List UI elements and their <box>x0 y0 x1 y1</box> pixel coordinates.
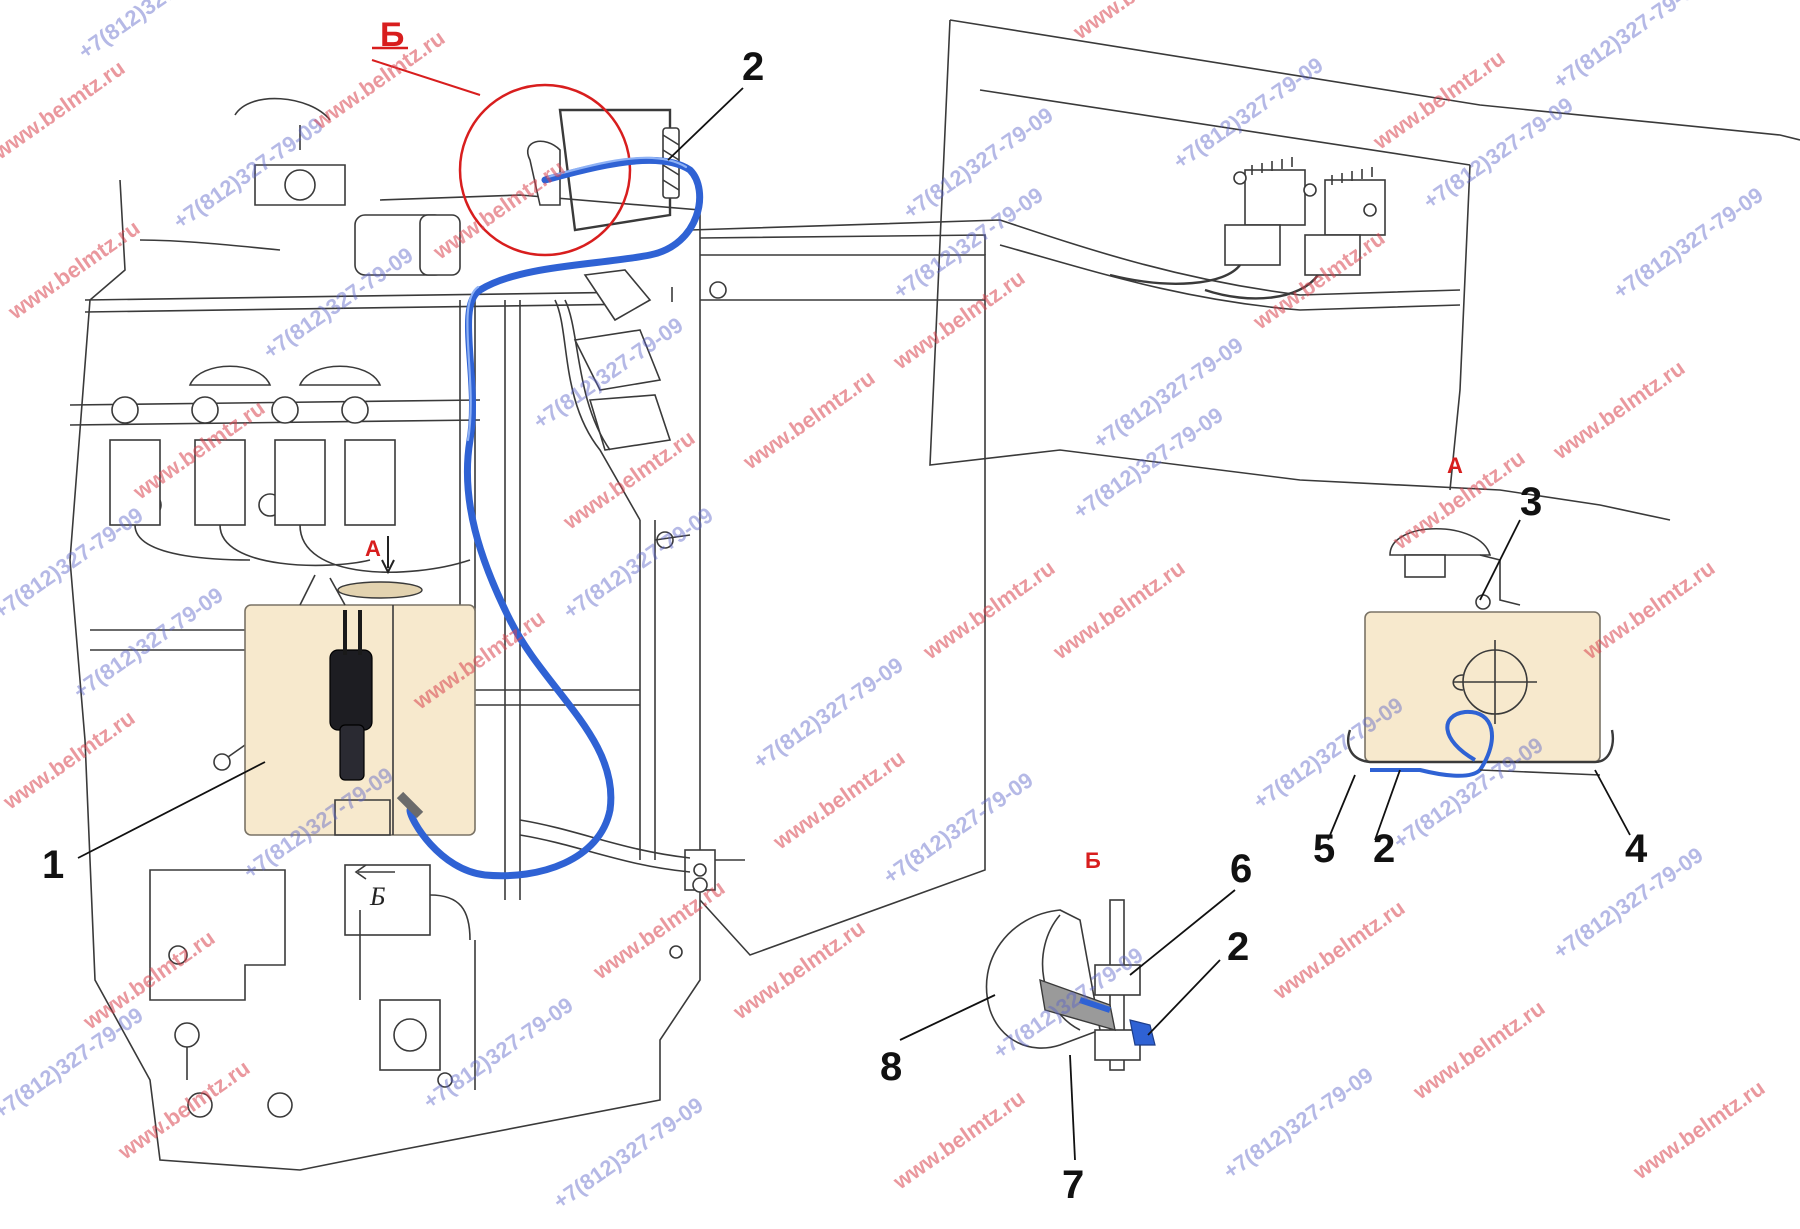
connector-pair <box>1109 157 1386 300</box>
view-a-marker: А <box>365 536 395 575</box>
callout-1: 1 <box>42 843 64 887</box>
watermark-phone: +7(812)327-79-09 <box>74 0 233 64</box>
watermark-url: www.belmtz.ru <box>588 875 730 985</box>
watermark-url: www.belmtz.ru <box>768 745 910 855</box>
watermark-url: www.belmtz.ru <box>428 155 570 265</box>
watermark-phone: +7(812)327-79-09 <box>1549 0 1708 94</box>
callout-5: 5 <box>1313 827 1335 871</box>
washer-hose <box>396 156 704 880</box>
callout-4: 4 <box>1625 827 1648 871</box>
relay-module <box>519 269 745 959</box>
watermark-url: www.belmtz.ru <box>888 1085 1030 1195</box>
view-b-title: Б <box>1085 848 1101 873</box>
view-a-title: А <box>1447 453 1463 478</box>
callout-8: 8 <box>880 1045 902 1089</box>
watermark-url: www.belmtz.ru <box>1628 1075 1770 1185</box>
watermark-url: www.belmtz.ru <box>1268 895 1410 1005</box>
svg-text:Б: Б <box>369 882 385 911</box>
watermark-url: www.belmtz.ru <box>1408 995 1550 1105</box>
leader-lines <box>77 87 1631 1161</box>
watermark-url: www.belmtz.ru <box>738 365 880 475</box>
svg-text:А: А <box>365 536 381 561</box>
watermark-url: www.belmtz.ru <box>0 705 139 815</box>
callout-7: 7 <box>1062 1163 1084 1207</box>
watermark-phone: +7(812)327-79-09 <box>419 992 578 1114</box>
watermark-phone: +7(812)327-79-09 <box>0 1002 148 1124</box>
watermark-url: www.belmtz.ru <box>918 555 1060 665</box>
view-b: Б <box>985 848 1156 1071</box>
connectors-panel <box>689 19 1800 521</box>
view-a: А <box>1347 453 1614 778</box>
callout-2-top: 2 <box>742 45 764 89</box>
watermark-url: www.belmtz.ru <box>308 25 450 135</box>
watermark-url: www.belmtz.ru <box>1548 355 1690 465</box>
watermark-phone: +7(812)327-79-09 <box>1169 52 1328 174</box>
watermark-phone: +7(812)327-79-09 <box>879 767 1038 889</box>
watermark-url: www.belmtz.ru <box>728 915 870 1025</box>
watermark-url: www.belmtz.ru <box>3 215 145 325</box>
callout-2-view-a: 2 <box>1373 827 1395 871</box>
engine-assembly <box>69 97 701 1171</box>
watermark-url: www.belmtz.ru <box>0 55 129 165</box>
callout-numbers: 1 2 3 5 2 4 6 2 8 7 <box>42 45 1648 1207</box>
callout-6: 6 <box>1230 847 1252 891</box>
watermark-phone: +7(812)327-79-09 <box>1219 1062 1378 1184</box>
watermark-phone: +7(812)327-79-09 <box>549 1092 708 1214</box>
watermark-url: www.belmtz.ru <box>1048 555 1190 665</box>
watermark-url: www.belmtz.ru <box>1068 0 1210 45</box>
watermark-url: www.belmtz.ru <box>1368 45 1510 155</box>
watermark-phone: +7(812)327-79-09 <box>259 242 418 364</box>
view-b-top-label: Б <box>380 16 404 54</box>
watermark-url: www.belmtz.ru <box>1578 555 1720 665</box>
washer-tank <box>244 574 476 836</box>
watermark-url: www.belmtz.ru <box>113 1055 255 1165</box>
view-b-marker: Б <box>354 864 395 911</box>
watermark-phone: +7(812)327-79-09 <box>69 582 228 704</box>
callout-3: 3 <box>1520 480 1542 524</box>
detail-circle-b: Б <box>371 16 632 257</box>
watermark-phone: +7(812)327-79-09 <box>1609 182 1768 304</box>
callout-2-view-b: 2 <box>1227 925 1249 969</box>
